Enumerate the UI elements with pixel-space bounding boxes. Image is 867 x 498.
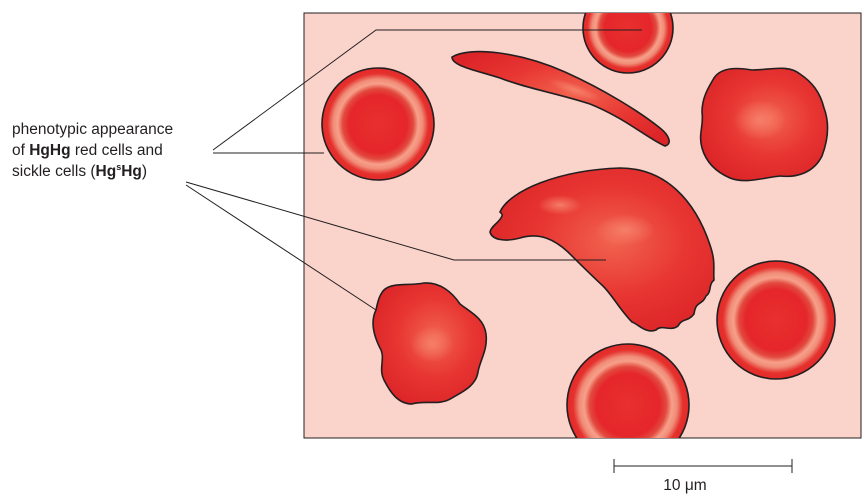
annotation-line-3: sickle cells (HgsHg) — [12, 161, 212, 182]
genotype-normal: HgHg — [29, 142, 70, 159]
cell-annotation-label: phenotypic appearance of HgHg red cells … — [12, 119, 212, 182]
normal-red-cell-bottom — [567, 344, 689, 466]
scale-bar — [614, 459, 792, 473]
annotation-line-1: phenotypic appearance — [12, 119, 212, 140]
normal-red-cell-right — [717, 261, 835, 379]
annotation-line-2: of HgHg red cells and — [12, 140, 212, 161]
genotype-sickle: HgsHg — [96, 163, 142, 180]
normal-red-cell-left — [322, 68, 434, 180]
scale-bar-label: 10 μm — [640, 477, 730, 495]
